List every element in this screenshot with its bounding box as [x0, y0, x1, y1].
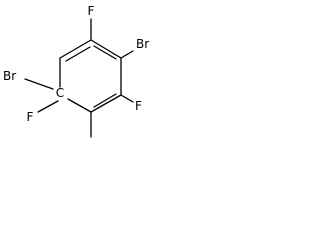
- atom-f-left: F: [27, 110, 34, 124]
- molecule-structure: F Br F Br C F: [3, 4, 149, 138]
- atom-br-right: Br: [136, 37, 149, 51]
- atom-br-left: Br: [3, 69, 16, 83]
- bond-to-f-left: [37, 100, 59, 113]
- atom-f-right: F: [135, 99, 142, 113]
- bond-ring-bottom-right-inner: [93, 93, 117, 108]
- bond-to-f-right: [120, 94, 134, 103]
- structure-canvas: F Br F Br C F: [0, 0, 170, 171]
- atom-f-top: F: [88, 4, 95, 18]
- bond-ring-bottom-right: [90, 94, 122, 113]
- bond-ring-top-right: [90, 39, 122, 59]
- bond-ring-top-left: [59, 39, 92, 59]
- bond-ring-top-left-inner: [65, 46, 91, 62]
- bond-ring-top-right-inner: [93, 45, 117, 60]
- atom-c-quaternary: C: [56, 86, 64, 100]
- bond-to-br-right: [120, 50, 134, 59]
- bond-ring-bottom-left: [67, 98, 92, 113]
- bond-to-br-left: [24, 78, 54, 90]
